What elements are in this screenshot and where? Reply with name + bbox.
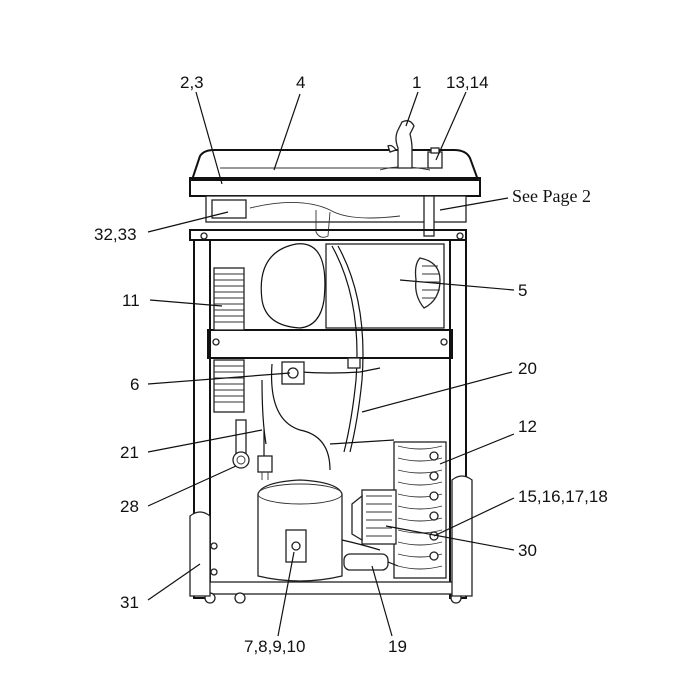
callout-7-8-9-10: 7,8,9,10	[244, 637, 305, 656]
leader-lines	[147, 91, 515, 637]
grommet-icon	[232, 419, 250, 469]
callout-see-page-2: See Page 2	[512, 186, 591, 206]
under-basin-assembly	[205, 195, 467, 238]
callout-32-33: 32,33	[94, 225, 137, 244]
callout-30: 30	[518, 541, 537, 560]
callout-5: 5	[518, 281, 527, 300]
callout-4: 4	[296, 73, 305, 92]
push-button-icon	[427, 147, 443, 169]
callout-1: 1	[412, 73, 421, 92]
cooling-tank	[325, 243, 445, 329]
callout-6: 6	[130, 375, 139, 394]
callout-11: 11	[122, 291, 140, 310]
fan-motor	[351, 489, 397, 545]
power-plug-icon	[257, 430, 273, 480]
callout-20: 20	[518, 359, 537, 378]
bubbler-icon	[387, 120, 415, 169]
thermostat	[281, 357, 361, 385]
left-coil	[213, 267, 245, 413]
callout-labels: 1 2,3 4 13,14 See Page 2 32,33 11 5 6 20…	[94, 73, 608, 656]
side-bracket	[189, 475, 473, 597]
callout-28: 28	[120, 497, 139, 516]
callout-15-16-17-18: 15,16,17,18	[518, 487, 608, 506]
callout-12: 12	[518, 417, 537, 436]
filter-drier	[343, 553, 399, 571]
callout-19: 19	[388, 637, 407, 656]
callout-2-3: 2,3	[180, 73, 204, 92]
condenser	[329, 439, 447, 579]
callout-13-14: 13,14	[446, 73, 489, 92]
callout-21: 21	[120, 443, 139, 462]
callout-31: 31	[120, 593, 139, 612]
tubing	[260, 243, 381, 471]
